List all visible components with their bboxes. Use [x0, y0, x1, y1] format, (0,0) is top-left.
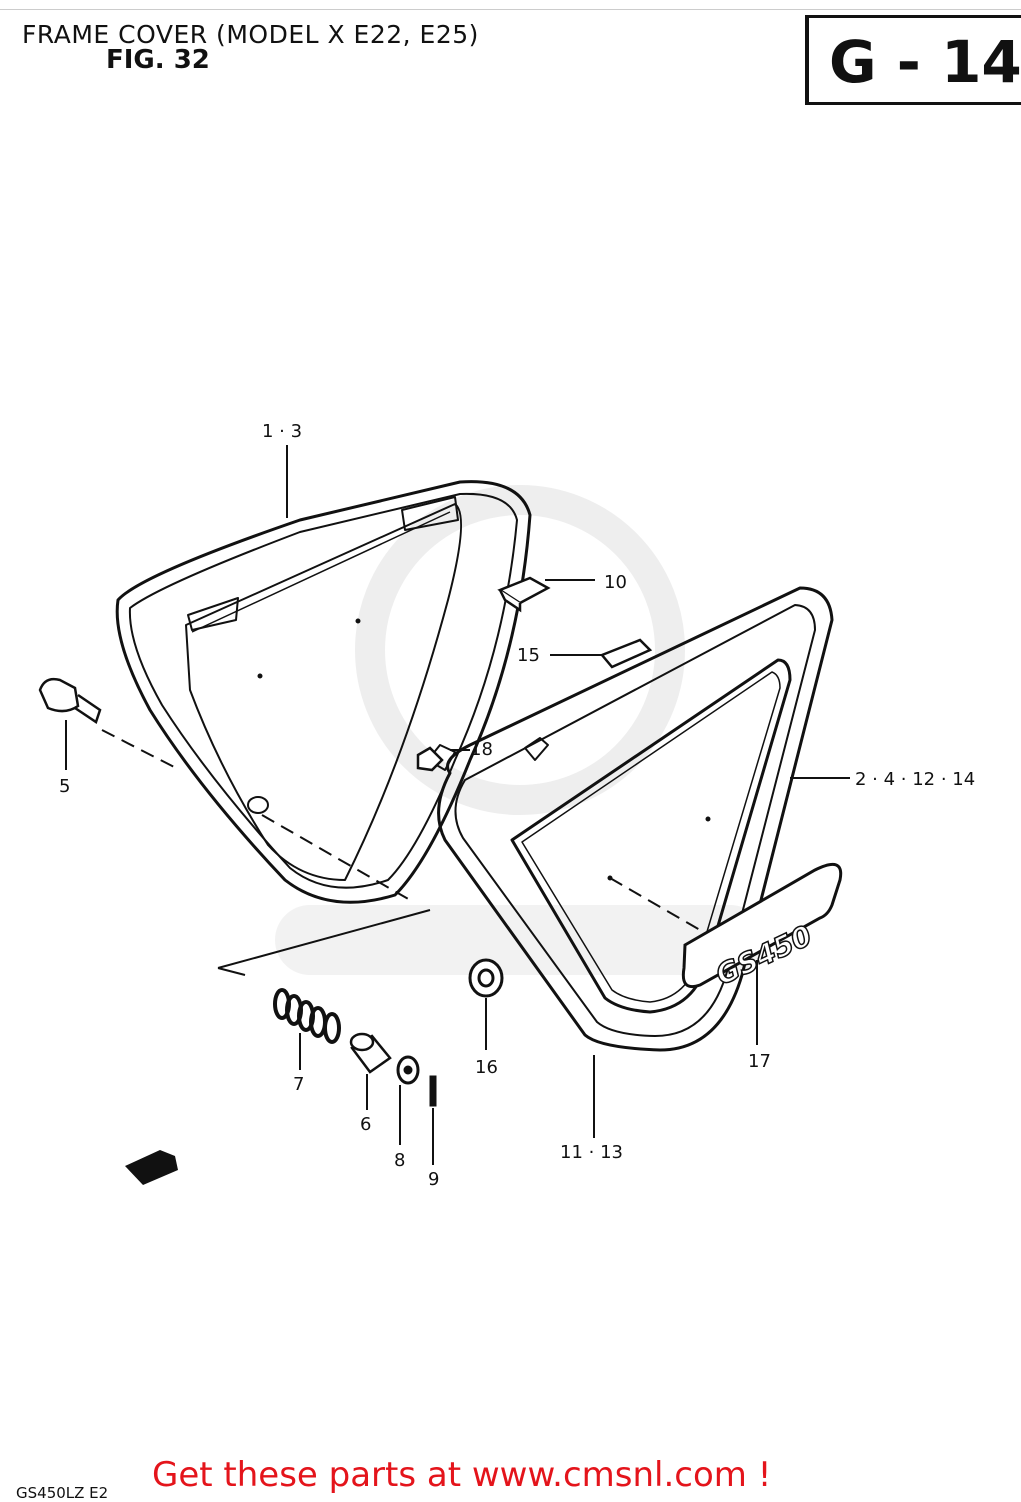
- leader-lines: [65, 445, 850, 1165]
- callout-16: 16: [475, 1057, 498, 1078]
- front-arrow-icon: [125, 1150, 178, 1185]
- callout-6: 6: [360, 1114, 371, 1135]
- left-frame-cover: [115, 480, 532, 904]
- washer: [396, 1055, 420, 1085]
- right-frame-cover: [427, 586, 834, 1052]
- callout-7: 7: [293, 1074, 304, 1095]
- spring: [273, 988, 341, 1044]
- promo-link[interactable]: Get these parts at www.cmsnl.com !: [152, 1455, 772, 1495]
- callout-1-3: 1 · 3: [262, 421, 302, 442]
- top-rule: [0, 9, 1021, 10]
- callout-17: 17: [748, 1051, 771, 1072]
- cushion-10: [497, 576, 551, 613]
- callout-8: 8: [394, 1150, 405, 1171]
- cushion-15: [599, 638, 653, 669]
- clip-18: [416, 746, 444, 772]
- callout-9: 9: [428, 1169, 439, 1190]
- callout-5: 5: [59, 776, 70, 797]
- figure-label: FIG. 32: [106, 45, 210, 75]
- callout-18: 18: [470, 739, 493, 760]
- callout-11-13: 11 · 13: [560, 1142, 623, 1163]
- page-title: FRAME COVER (MODEL X E22, E25): [22, 20, 479, 49]
- callout-15: 15: [517, 645, 540, 666]
- pin: [429, 1075, 437, 1107]
- collar: [349, 1032, 392, 1074]
- grommet: [468, 958, 504, 998]
- page-ref-box: G - 14: [805, 15, 1021, 105]
- callout-10: 10: [604, 572, 627, 593]
- page-ref: G - 14: [829, 28, 1021, 96]
- callout-2-4-12-14: 2 · 4 · 12 · 14: [855, 769, 975, 790]
- bolt: [38, 677, 102, 724]
- callout-labels: 1 · 3 10 15 18 2 · 4 · 12 · 14 5 7 6 8 9…: [59, 421, 975, 1190]
- model-code: GS450LZ E2: [16, 1484, 109, 1502]
